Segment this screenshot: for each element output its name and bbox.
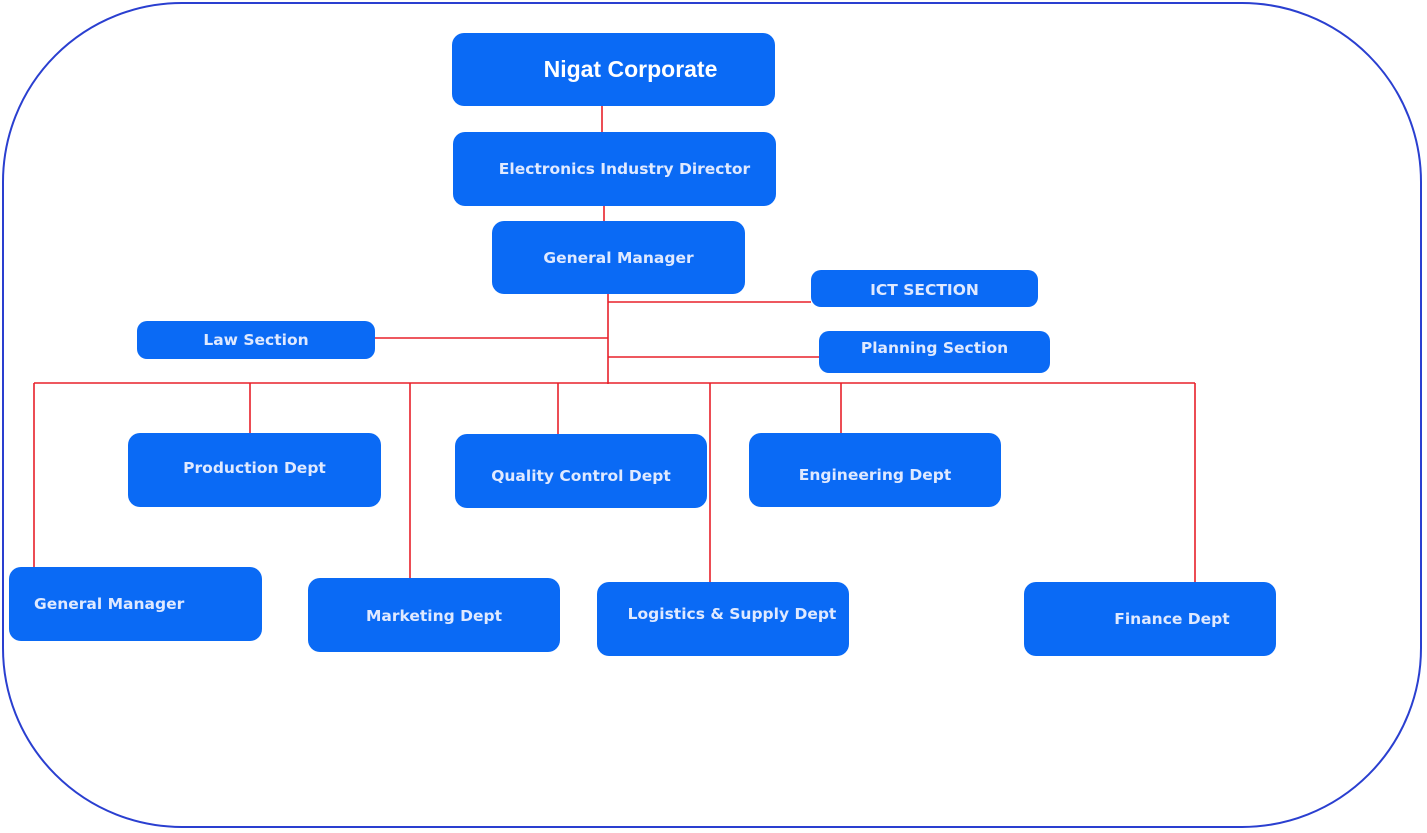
- ict-section-node: ICT SECTION: [811, 270, 1038, 307]
- production-dept-node: Production Dept: [128, 433, 381, 507]
- marketing-dept-node: Marketing Dept: [308, 578, 560, 652]
- finance-dept-node: Finance Dept: [1024, 582, 1276, 656]
- node-label: General Manager: [543, 248, 694, 267]
- node-label: General Manager: [34, 595, 185, 613]
- node-label: Marketing Dept: [365, 607, 503, 625]
- logistics-supply-dept-node: Logistics & Supply Dept: [597, 582, 849, 656]
- node-label: Production Dept: [183, 458, 326, 477]
- node-label: Quality Control Dept: [491, 467, 671, 485]
- nigat-corporate-node: Nigat Corporate: [452, 33, 775, 106]
- law-section-node: Law Section: [137, 321, 375, 359]
- node-label: Planning Section: [860, 339, 1009, 357]
- electronics-industry-director-node: Electronics Industry Director: [453, 132, 776, 206]
- node-label: Logistics & Supply Dept: [627, 605, 837, 623]
- node-label: Engineering Dept: [798, 466, 952, 484]
- node-label: Law Section: [203, 331, 309, 349]
- general-manager-top-node: General Manager: [492, 221, 745, 294]
- node-label: Nigat Corporate: [543, 56, 718, 82]
- node-label: ICT SECTION: [870, 280, 979, 299]
- general-manager-bottom-node: General Manager: [9, 567, 262, 641]
- engineering-dept-node: Engineering Dept: [749, 433, 1001, 507]
- planning-section-node: Planning Section: [819, 331, 1050, 373]
- quality-control-dept-node: Quality Control Dept: [455, 434, 707, 508]
- node-label: Electronics Industry Director: [498, 160, 751, 178]
- node-label: Finance Dept: [1114, 610, 1230, 628]
